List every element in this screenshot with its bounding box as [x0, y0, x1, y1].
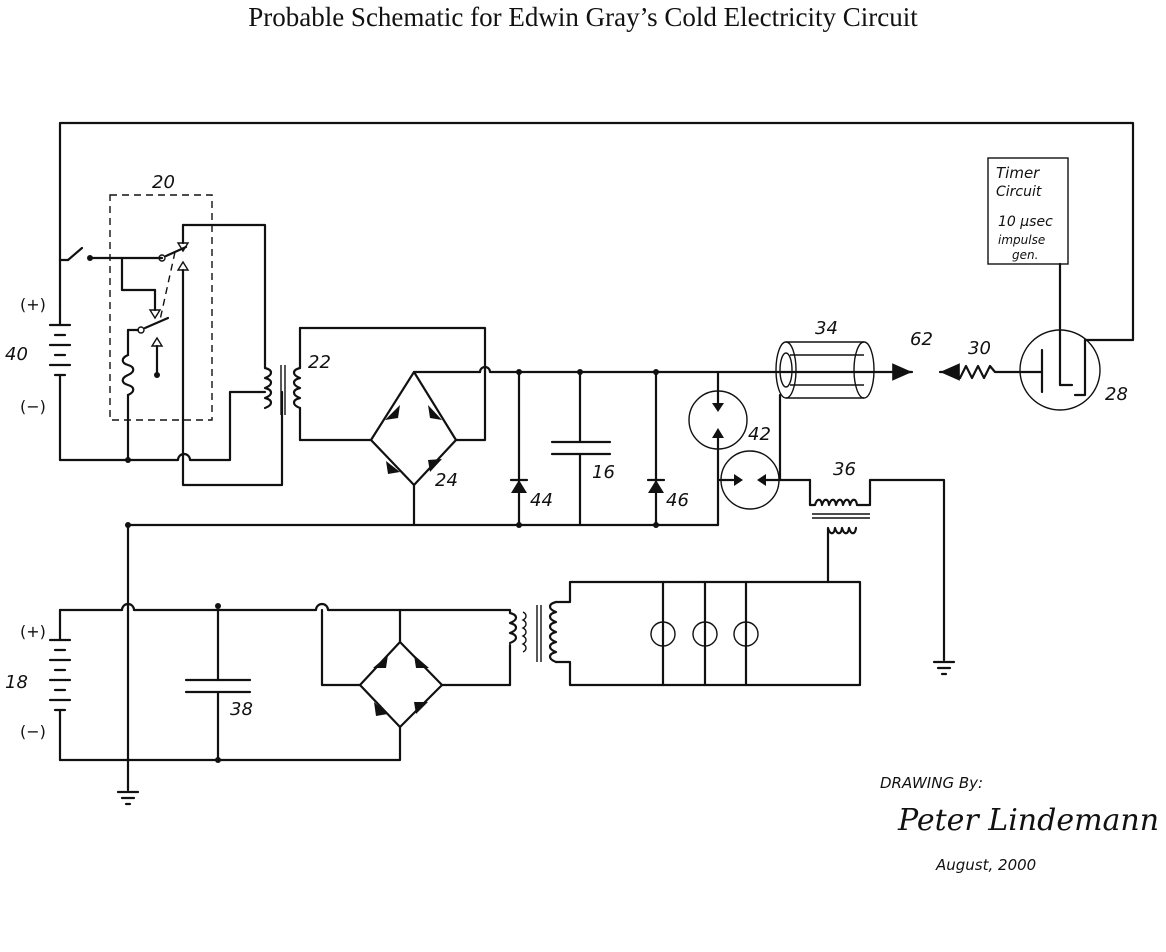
lower-bridge-rectifier — [320, 608, 512, 729]
relay-right-wire — [230, 223, 267, 370]
label-18: 18 — [5, 672, 28, 693]
timer-line-3: 10 µsec — [998, 214, 1053, 230]
credit-author: Peter Lindemann D.Sc. — [897, 803, 1166, 838]
t22-top-wire — [298, 326, 487, 442]
timer-line-5: gen. — [1012, 248, 1038, 262]
label-38: 38 — [230, 699, 253, 720]
lower-top-wire — [58, 602, 512, 615]
diagram-title: Probable Schematic for Edwin Gray’s Cold… — [248, 2, 918, 32]
timer-circuit — [987, 157, 1069, 332]
label-44: 44 — [530, 490, 553, 511]
label-34: 34 — [815, 318, 838, 339]
timer-line-2: Circuit — [996, 184, 1042, 200]
spark-gap-42 — [688, 370, 812, 527]
diode-46 — [646, 369, 666, 528]
battery-18 — [48, 608, 72, 762]
battery-40-plus: (+) — [20, 295, 46, 314]
credit-drawing-by: DRAWING By: — [880, 774, 983, 792]
timer-line-1: Timer — [996, 164, 1040, 182]
transformer-22 — [263, 326, 302, 442]
diode-44 — [509, 369, 529, 528]
label-46: 46 — [666, 490, 689, 511]
label-30: 30 — [968, 338, 991, 359]
battery-40 — [48, 303, 72, 462]
relay-bottom-wire — [181, 390, 284, 487]
battery-40-minus: (−) — [20, 397, 46, 416]
label-62: 62 — [910, 329, 933, 350]
ground-right — [932, 660, 956, 676]
credit-date: August, 2000 — [935, 856, 1036, 874]
main-switch — [58, 246, 164, 262]
lower-bottom-wire — [58, 725, 402, 762]
bridge-rectifier-24 — [369, 370, 482, 527]
battery-18-plus: (+) — [20, 622, 46, 641]
label-28: 28 — [1105, 384, 1128, 405]
label-16: 16 — [592, 462, 615, 483]
bus-wire-lower-left — [58, 390, 267, 462]
capacitor-38 — [184, 603, 252, 763]
battery-18-minus: (−) — [20, 722, 46, 741]
ground-left — [116, 523, 140, 806]
transformer-36 — [808, 478, 946, 662]
resistor-30 — [938, 363, 1044, 381]
label-40: 40 — [5, 344, 28, 365]
dc-rail — [478, 365, 912, 374]
label-22: 22 — [308, 352, 331, 373]
conversion-tube-34 — [775, 341, 875, 399]
relay-20-contacts — [120, 223, 234, 462]
label-36: 36 — [833, 459, 856, 480]
lamp-bank — [650, 580, 759, 687]
label-20: 20 — [152, 172, 175, 193]
timer-line-4: impulse — [998, 233, 1045, 247]
top-loop-wire — [58, 121, 1135, 342]
label-42: 42 — [748, 424, 771, 445]
label-24: 24 — [435, 470, 458, 491]
relay-20-dashed-box — [109, 194, 213, 421]
capacitor-16 — [550, 369, 612, 527]
lower-transformer — [508, 553, 862, 687]
spark-tube-28 — [1019, 328, 1101, 411]
